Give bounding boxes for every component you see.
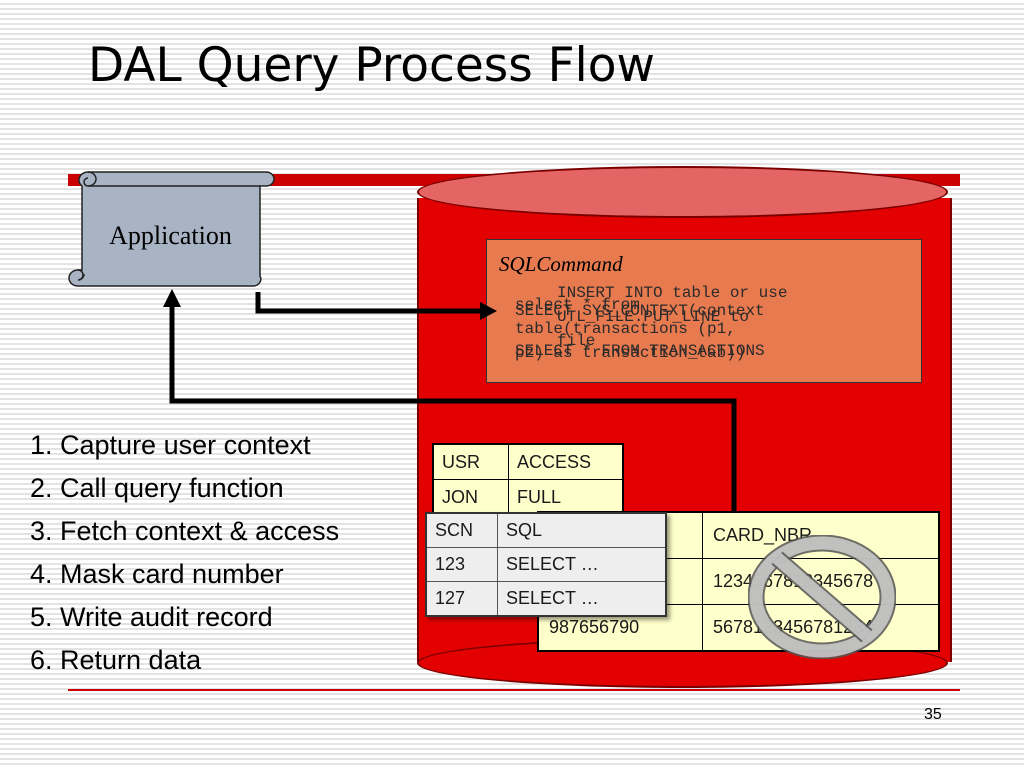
slide-number: 35 bbox=[924, 706, 942, 723]
sql-text-line: file bbox=[557, 332, 596, 350]
forward-arrow bbox=[255, 292, 497, 320]
table-header-cell: SQL bbox=[497, 512, 667, 548]
sql-text-line: p2) as transaction_tab)) bbox=[515, 344, 746, 362]
sql-text-line: select * from bbox=[515, 296, 640, 314]
slide-title: DAL Query Process Flow bbox=[88, 38, 655, 93]
table-row: 123 SELECT … bbox=[425, 547, 667, 582]
table-cell: SELECT … bbox=[497, 547, 667, 582]
prohibited-sign-icon bbox=[748, 535, 896, 659]
table-cell: 123 bbox=[425, 547, 498, 582]
table-cell: JON bbox=[432, 479, 509, 516]
step-item: 2. Call query function bbox=[30, 473, 284, 503]
sql-text-line: SELECT SYS_CONTEXT(context bbox=[515, 302, 765, 320]
sql-command-box: SQLCommand select * from table(transacti… bbox=[486, 239, 922, 383]
table-row: JON FULL bbox=[432, 479, 624, 516]
table-cell: 5678123456781234 bbox=[702, 604, 940, 652]
step-item: 5. Write audit record bbox=[30, 602, 273, 632]
table-header-row: USR ACCESS bbox=[432, 443, 624, 480]
application-label: Application bbox=[109, 221, 232, 250]
process-steps-list: 1. Capture user context 2. Call query fu… bbox=[30, 424, 339, 682]
return-arrow bbox=[163, 289, 737, 512]
table-cell: 127 bbox=[425, 581, 498, 617]
footer-rule bbox=[68, 689, 960, 691]
scroll-shape-icon bbox=[68, 171, 275, 287]
table-header-row: SCN SQL bbox=[425, 512, 667, 548]
sql-text-line: INSERT INTO table or use bbox=[557, 284, 788, 302]
table-header-cell: SCN bbox=[425, 512, 498, 548]
step-item: 6. Return data bbox=[30, 645, 202, 675]
table-header-cell: ACCESS bbox=[508, 443, 624, 480]
sql-text-line: UTL_FILE.PUT_LINE to bbox=[557, 308, 750, 326]
audit-table: SCN SQL 123 SELECT … 127 SELECT … bbox=[425, 512, 667, 617]
user-access-table: USR ACCESS JON FULL bbox=[432, 443, 624, 516]
sql-command-title: SQLCommand bbox=[499, 252, 623, 276]
table-cell: FULL bbox=[508, 479, 624, 516]
step-item: 4. Mask card number bbox=[30, 559, 284, 589]
sql-text-line: table(transactions (p1, bbox=[515, 320, 736, 338]
table-row: 127 SELECT … bbox=[425, 581, 667, 617]
step-item: 1. Capture user context bbox=[30, 430, 311, 460]
sql-text-line: SELECT * FROM TRANSACTIONS bbox=[515, 342, 765, 360]
database-cylinder-top bbox=[417, 166, 948, 218]
step-item: 3. Fetch context & access bbox=[30, 516, 340, 546]
table-cell: SELECT … bbox=[497, 581, 667, 617]
table-header-cell: USR bbox=[432, 443, 509, 480]
